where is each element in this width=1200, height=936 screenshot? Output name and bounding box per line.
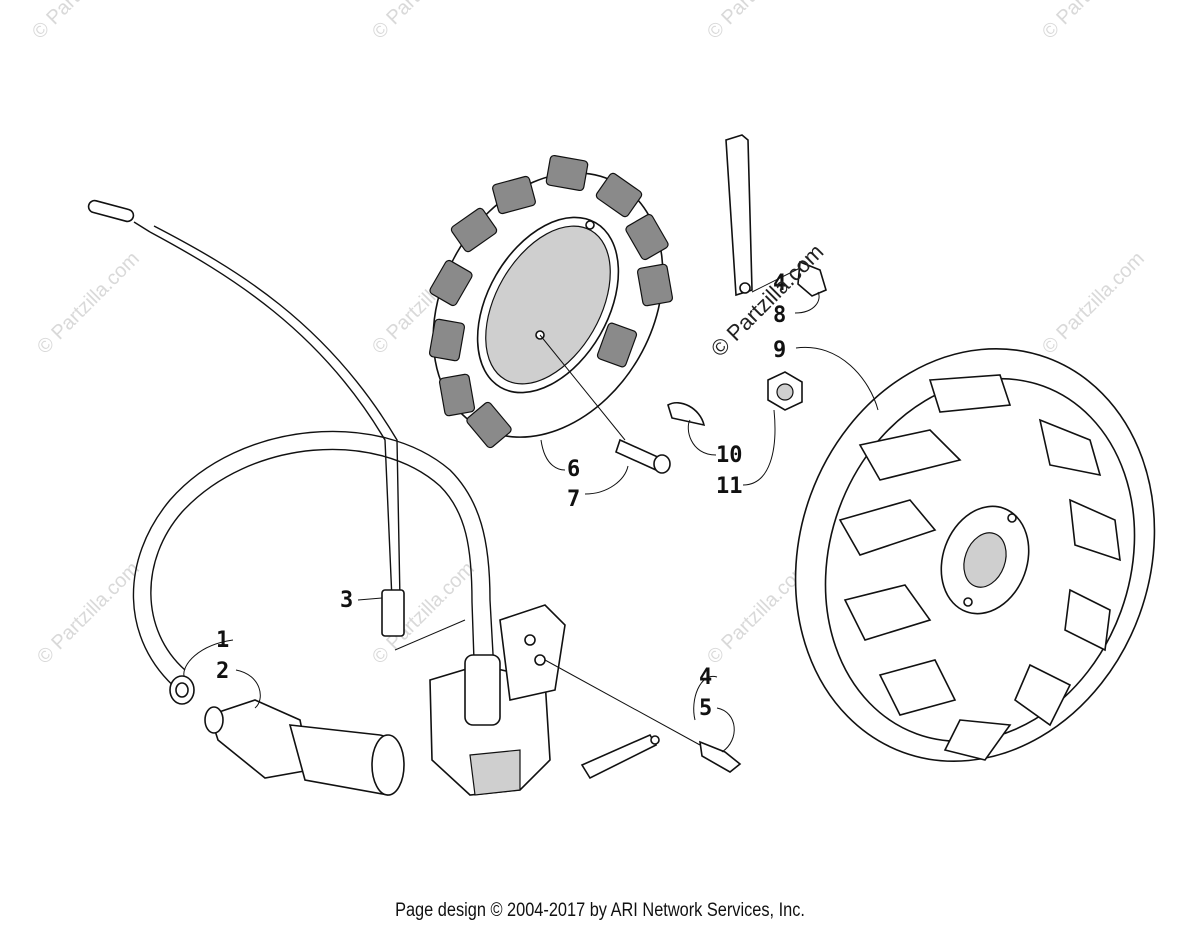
woodruff-key <box>667 401 706 427</box>
ignition-wire <box>132 430 496 705</box>
callout-6: 6 <box>567 457 580 482</box>
center-watermark: © Partzilla.com <box>706 239 829 362</box>
callout-4-lower: 4 <box>699 665 712 690</box>
callout-4-upper: 4 <box>773 271 786 296</box>
watermark: © Partzilla.com <box>1038 248 1149 359</box>
callout-1: 1 <box>216 628 229 653</box>
callout-2: 2 <box>216 659 229 684</box>
flywheel <box>794 347 1156 763</box>
high-tension-lead <box>87 199 405 637</box>
footer-copyright: Page design © 2004-2017 by ARI Network S… <box>395 900 805 921</box>
callout-numbers: 1 2 3 4 5 6 7 4 8 9 10 11 <box>216 271 786 721</box>
watermark: © Partzilla.com <box>1038 0 1149 44</box>
callout-11: 11 <box>716 474 743 499</box>
ignition-coil <box>394 604 566 796</box>
watermark: © Partzilla.com <box>28 0 139 44</box>
leader-lines <box>183 291 879 753</box>
watermark: © Partzilla.com <box>368 0 479 44</box>
callout-7: 7 <box>567 487 580 512</box>
watermark: © Partzilla.com <box>703 0 814 44</box>
flywheel-nut <box>767 371 803 411</box>
stator-plate <box>428 154 674 449</box>
callout-8: 8 <box>773 303 786 328</box>
watermark: © Partzilla.com <box>33 248 144 359</box>
pulser-bracket-upper <box>725 134 827 297</box>
stator-screw <box>539 334 671 474</box>
callout-5: 5 <box>699 696 712 721</box>
callout-9: 9 <box>773 338 786 363</box>
pulser-bracket-lower <box>544 659 742 780</box>
callout-10: 10 <box>716 443 743 468</box>
callout-3: 3 <box>340 588 353 613</box>
spark-plug-cap <box>204 699 405 796</box>
watermark: © Partzilla.com <box>33 558 144 669</box>
